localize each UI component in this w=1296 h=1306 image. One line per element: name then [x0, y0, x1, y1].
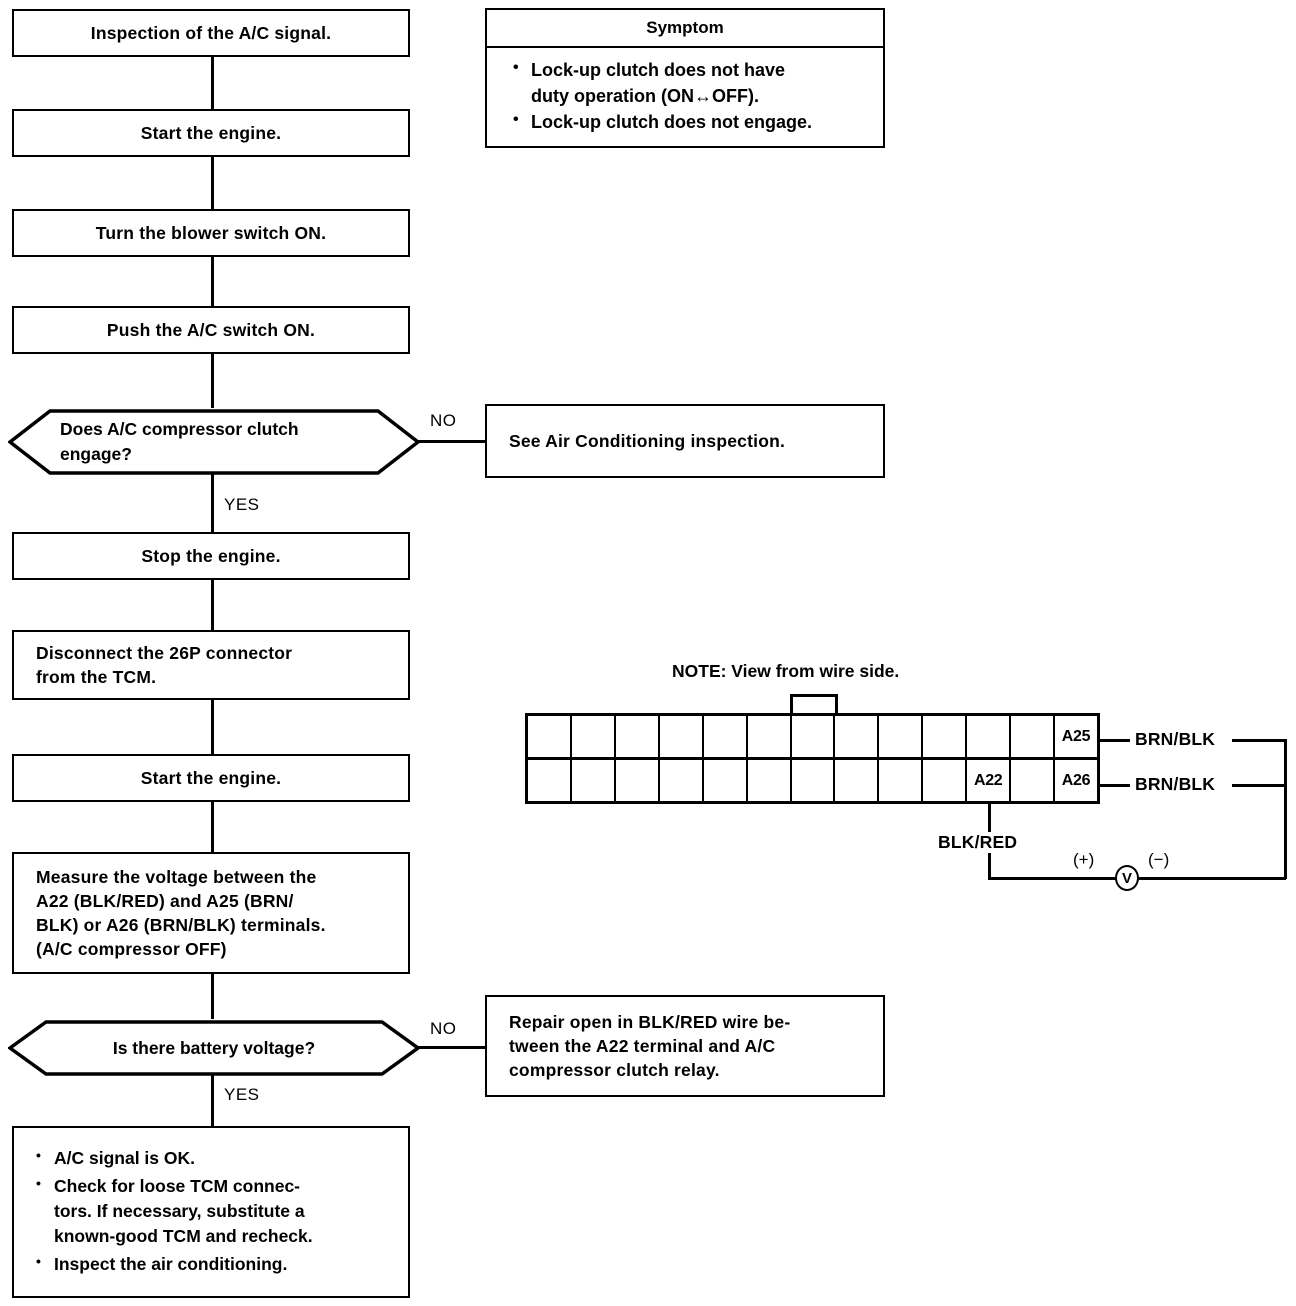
connector-row-top: A25	[528, 716, 1097, 760]
terminal-cell	[572, 716, 616, 757]
connector-line-5	[211, 580, 214, 630]
flow-step-ac-switch-on-label: Push the A/C switch ON.	[106, 319, 316, 340]
wire-label-a22: BLK/RED	[934, 832, 1022, 853]
flow-step-blower-on: Turn the blower switch ON.	[12, 209, 410, 257]
symptom-header: Symptom	[487, 10, 883, 48]
terminal-cell	[572, 760, 616, 801]
connector-line-7	[211, 802, 214, 852]
terminal-cell	[1011, 716, 1056, 757]
flow-step-disconnect-connector: Disconnect the 26P connector from the TC…	[12, 630, 410, 700]
list-item: Check for loose TCM connec- tors. If nec…	[34, 1173, 398, 1249]
terminal-cell	[704, 716, 748, 757]
wire-line-a25-left	[1100, 739, 1130, 742]
wire-line-a25-right	[1232, 739, 1286, 742]
flow-step-start-engine-1: Start the engine.	[12, 109, 410, 157]
connector-terminal-grid: A25 A22 A26	[525, 713, 1100, 804]
terminal-cell	[792, 760, 836, 801]
terminal-cell	[660, 760, 704, 801]
terminal-cell-a26: A26	[1061, 771, 1091, 789]
connector-row-bottom: A22 A26	[528, 760, 1097, 801]
terminal-cell	[1011, 760, 1056, 801]
flow-step-blower-on-label: Turn the blower switch ON.	[95, 222, 327, 243]
connector-line-2	[211, 157, 214, 209]
flow-step-disconnect-connector-label: Disconnect the 26P connector from the TC…	[36, 642, 293, 687]
flow-step-measure-voltage: Measure the voltage between the A22 (BLK…	[12, 852, 410, 974]
no-branch-line-1	[418, 440, 487, 443]
result-repair-open-wire-label: Repair open in BLK/RED wire be- tween th…	[509, 1011, 791, 1081]
terminal-cell	[528, 716, 572, 757]
flow-decision-clutch-engage-label: Does A/C compressor clutch engage?	[60, 419, 299, 464]
result-see-air-conditioning-label: See Air Conditioning inspection.	[509, 430, 786, 451]
no-branch-line-2	[418, 1046, 487, 1049]
symptom-body: Lock-up clutch does not have duty operat…	[487, 48, 883, 145]
terminal-cell	[879, 760, 924, 801]
list-item: Lock-up clutch does not have duty operat…	[513, 57, 869, 109]
terminal-cell-a22: A22	[967, 760, 1012, 801]
terminal-cell-a25: A25	[1061, 727, 1091, 745]
connector-line-3	[211, 257, 214, 306]
terminal-cell	[748, 716, 792, 757]
no-label-1: NO	[430, 411, 457, 430]
flow-step-inspection-label: Inspection of the A/C signal.	[90, 22, 332, 43]
terminal-cell	[879, 716, 924, 757]
yes-label-2: YES	[224, 1085, 260, 1104]
flow-step-inspection: Inspection of the A/C signal.	[12, 9, 410, 57]
flow-step-start-engine-2: Start the engine.	[12, 754, 410, 802]
flow-step-start-engine-2-label: Start the engine.	[140, 767, 282, 788]
final-conclusion-list: A/C signal is OK. Check for loose TCM co…	[34, 1145, 398, 1277]
connector-line-6	[211, 700, 214, 754]
terminal-cell	[967, 716, 1012, 757]
wire-label-a25: BRN/BLK	[1131, 729, 1220, 750]
terminal-cell	[923, 716, 968, 757]
meter-positive-label: (+)	[1073, 850, 1095, 869]
symptom-list: Lock-up clutch does not have duty operat…	[513, 57, 869, 136]
connector-locating-tab	[790, 694, 838, 716]
flow-step-start-engine-1-label: Start the engine.	[140, 122, 282, 143]
terminal-cell	[792, 716, 836, 757]
terminal-cell	[528, 760, 572, 801]
terminal-cell	[616, 760, 660, 801]
list-item: Inspect the air conditioning.	[34, 1251, 398, 1277]
flow-decision-battery-voltage-label: Is there battery voltage?	[112, 1037, 316, 1058]
flow-step-measure-voltage-label: Measure the voltage between the A22 (BLK…	[36, 866, 326, 960]
list-item: Lock-up clutch does not engage.	[513, 109, 869, 136]
flow-step-stop-engine: Stop the engine.	[12, 532, 410, 580]
terminal-cell	[616, 716, 660, 757]
yes-label-1: YES	[224, 495, 260, 514]
no-label-2: NO	[430, 1019, 457, 1038]
yes-branch-line-1	[211, 474, 214, 534]
result-see-air-conditioning: See Air Conditioning inspection.	[485, 404, 885, 478]
terminal-cell	[923, 760, 968, 801]
voltmeter-symbol-icon: V	[1115, 865, 1139, 891]
terminal-cell	[704, 760, 748, 801]
meter-negative-label: (−)	[1148, 850, 1170, 869]
flow-step-stop-engine-label: Stop the engine.	[141, 545, 281, 566]
connector-line-4	[211, 354, 214, 408]
wire-label-a26: BRN/BLK	[1131, 774, 1220, 795]
meter-negative-lead	[1284, 739, 1287, 879]
result-repair-open-wire: Repair open in BLK/RED wire be- tween th…	[485, 995, 885, 1097]
terminal-cell	[748, 760, 792, 801]
list-item: A/C signal is OK.	[34, 1145, 398, 1171]
result-final-conclusions: A/C signal is OK. Check for loose TCM co…	[12, 1126, 410, 1298]
flow-decision-clutch-engage: Does A/C compressor clutch engage?	[8, 408, 420, 476]
wire-line-a26-right	[1232, 784, 1286, 787]
wire-line-a26-left	[1100, 784, 1130, 787]
terminal-cell	[660, 716, 704, 757]
terminal-cell	[835, 760, 880, 801]
flow-decision-battery-voltage: Is there battery voltage?	[8, 1019, 420, 1077]
yes-branch-line-2	[211, 1075, 214, 1126]
terminal-cell	[835, 716, 880, 757]
flow-step-ac-switch-on: Push the A/C switch ON.	[12, 306, 410, 354]
connector-line-1	[211, 57, 214, 109]
connector-line-8	[211, 974, 214, 1019]
symptom-box: Symptom Lock-up clutch does not have dut…	[485, 8, 885, 148]
connector-view-note: NOTE: View from wire side.	[672, 661, 900, 681]
